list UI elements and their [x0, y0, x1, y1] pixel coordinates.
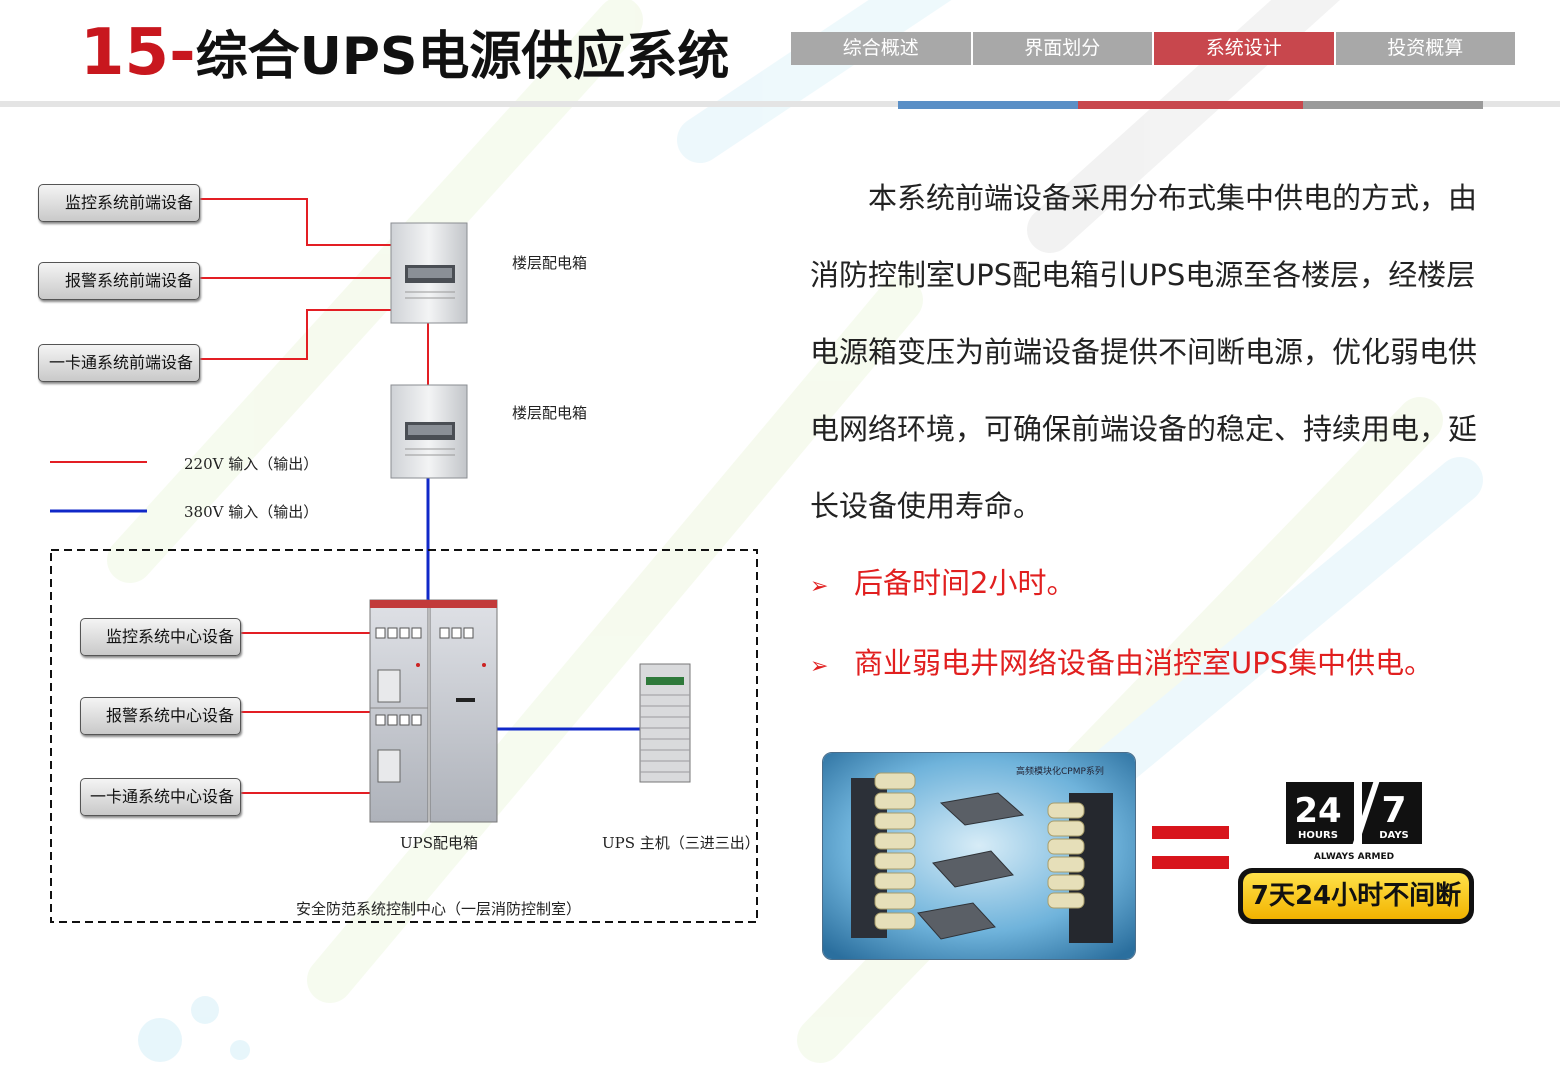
ups-host-label: UPS 主机（三进三出） — [602, 834, 760, 852]
tab-investment[interactable]: 投资概算 — [1335, 32, 1515, 65]
title-number: 15 — [80, 16, 170, 90]
tab-system-design[interactable]: 系统设计 — [1154, 32, 1336, 65]
availability-badge-text: 7天24小时不间断 — [1243, 873, 1469, 919]
availability-badge: 7天24小时不间断 — [1238, 868, 1474, 924]
legend-380v-label: 380V 输入（输出） — [184, 503, 319, 521]
front-device-card: 一卡通系统前端设备 — [38, 344, 200, 382]
wires-220v-center — [240, 632, 370, 794]
control-center-boundary — [50, 549, 758, 923]
center-device-monitoring: 监控系统中心设备 — [80, 618, 241, 656]
description-block: 本系统前端设备采用分布式集中供电的方式，由消防控制室UPS配电箱引UPS电源至各… — [810, 160, 1500, 705]
ups-product-photo — [822, 752, 1136, 960]
logo-7-text: 7 — [1381, 790, 1406, 831]
bullet-text-backup: 后备时间2小时。 — [854, 566, 1076, 600]
bullet-item-backup: ➢ 后备时间2小时。 — [810, 545, 1500, 625]
photo-caption: 高频模块化CPMP系列 — [1016, 767, 1104, 777]
progress-segment-gray — [1303, 101, 1483, 109]
logo-tagline-text: ALWAYS ARMED — [1314, 852, 1394, 862]
equals-sign-bottom-bar — [1152, 856, 1229, 869]
ups-host — [639, 663, 691, 783]
tab-interface[interactable]: 界面划分 — [972, 32, 1154, 65]
power-diagram: 监控系统前端设备 报警系统前端设备 一卡通系统前端设备 监控系统中心设备 报警系… — [0, 140, 780, 960]
wires-220v-front — [200, 198, 429, 385]
logo-24-text: 24 — [1294, 791, 1341, 831]
legend-220v-label: 220V 输入（输出） — [184, 455, 319, 473]
bullet-text-network: 商业弱电井网络设备由消控室UPS集中供电。 — [854, 646, 1434, 680]
progress-segment-red — [1078, 101, 1303, 109]
tab-overview[interactable]: 综合概述 — [791, 32, 973, 65]
center-device-alarm: 报警系统中心设备 — [80, 697, 241, 735]
logo-days-text: DAYS — [1379, 830, 1409, 841]
floor-distribution-box-2 — [390, 384, 468, 479]
wires-380v — [426, 478, 640, 731]
header-divider — [0, 101, 1560, 107]
arrow-bullet-icon: ➢ — [810, 574, 829, 599]
section-tabs: 综合概述 界面划分 系统设计 投资概算 — [791, 32, 1515, 65]
ups-cabinet-label: UPS配电箱 — [400, 834, 479, 852]
title-separator: - — [169, 16, 196, 90]
diagram-wiring — [50, 198, 758, 923]
title-text: 综合UPS电源供应系统 — [195, 27, 730, 87]
center-device-card: 一卡通系统中心设备 — [80, 778, 241, 816]
bullet-item-network: ➢ 商业弱电井网络设备由消控室UPS集中供电。 — [810, 625, 1500, 705]
front-device-monitoring: 监控系统前端设备 — [38, 184, 200, 222]
description-paragraph: 本系统前端设备采用分布式集中供电的方式，由消防控制室UPS配电箱引UPS电源至各… — [810, 181, 1478, 523]
control-center-label: 安全防范系统控制中心（一层消防控制室） — [296, 900, 582, 918]
ups-distribution-cabinet — [369, 599, 498, 823]
logo-hours-text: HOURS — [1298, 830, 1338, 841]
floor-box-label-2: 楼层配电箱 — [512, 404, 588, 422]
progress-segment-blue — [898, 101, 1078, 109]
page-title: 15-综合UPS电源供应系统 — [80, 8, 729, 98]
equals-sign-top-bar — [1152, 826, 1229, 839]
floor-box-label-1: 楼层配电箱 — [512, 254, 588, 272]
floor-distribution-box-1 — [390, 222, 468, 324]
front-device-alarm: 报警系统前端设备 — [38, 262, 200, 300]
logo-24-7: 24 7 HOURS DAYS ALWAYS ARMED — [1286, 780, 1422, 862]
arrow-bullet-icon: ➢ — [810, 654, 829, 679]
